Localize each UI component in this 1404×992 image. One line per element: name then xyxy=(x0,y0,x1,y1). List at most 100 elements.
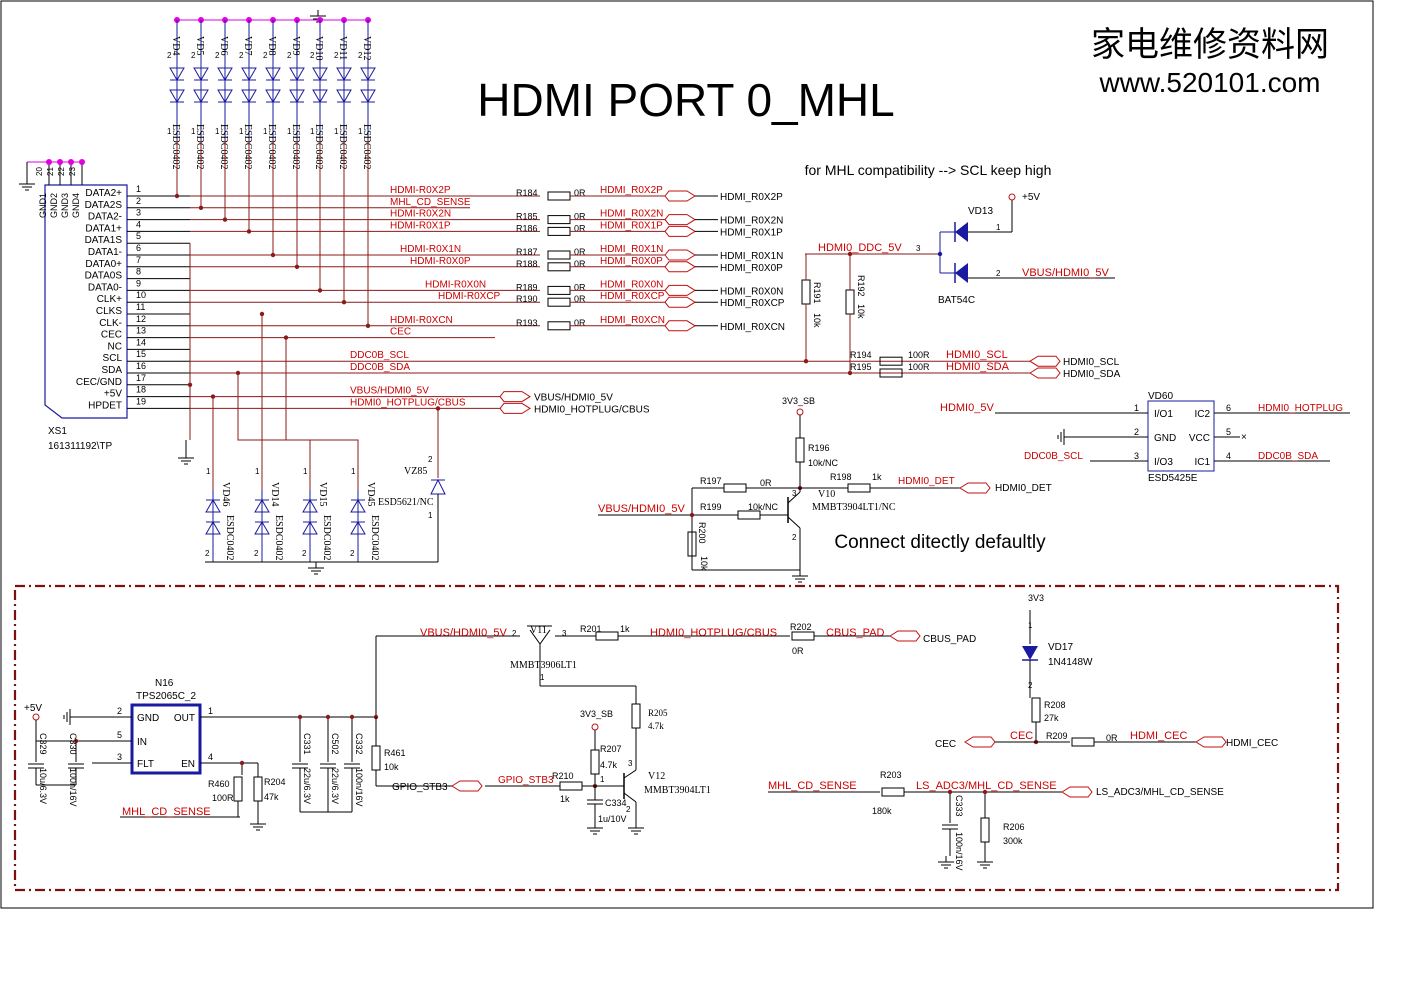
sheet-border xyxy=(0,0,1374,909)
series-resistor xyxy=(547,262,571,272)
resistor-value: 1k xyxy=(560,794,570,804)
connector-pin-label: SDA xyxy=(101,365,122,376)
resistor-ref: R197 xyxy=(700,476,722,486)
net-port-label: HDMI_R0X0P xyxy=(720,263,783,274)
diode-pin: 2 xyxy=(287,51,292,60)
net-label: HDMI-R0X1P xyxy=(390,220,451,231)
net-label: HDMI-R0X1N xyxy=(400,244,461,255)
vd60-ref: VD60 xyxy=(1148,391,1173,402)
connector-pin-label: DATA2- xyxy=(88,212,122,223)
resistor-ref: R202 xyxy=(790,622,812,632)
junction-dot xyxy=(847,370,853,376)
rail-symbol xyxy=(591,723,599,731)
diode-pin: 1 xyxy=(351,467,356,476)
net-port xyxy=(664,284,696,296)
net-label: GPIO_STB3 xyxy=(498,775,554,786)
diode-pin: 2 xyxy=(358,51,363,60)
net-label: HDMI_R0X2P xyxy=(600,185,663,196)
net-label: MHL_CD_SENSE xyxy=(390,197,471,208)
resistor-ref: R191 xyxy=(812,282,822,304)
r199-resistor xyxy=(737,510,761,520)
net-label: MHL_CD_SENSE xyxy=(122,806,211,818)
vd60-part: ESD5425E xyxy=(1148,473,1198,484)
net-port xyxy=(1195,736,1227,748)
connector-pin-label: DATA1+ xyxy=(85,223,122,234)
label: 2 xyxy=(512,629,517,638)
junction-dot xyxy=(435,406,441,411)
net-port xyxy=(964,736,996,748)
connector-pin-label: CEC/GND xyxy=(76,377,122,388)
resistor-ref: R192 xyxy=(856,275,866,297)
capacitor-ref: C333 xyxy=(954,795,964,817)
label: 5 xyxy=(1226,427,1231,437)
resistor-value: 0R xyxy=(574,212,586,222)
label: 3 xyxy=(916,244,921,253)
junction-dot xyxy=(982,789,988,795)
resistor-value: 10k/NC xyxy=(748,502,779,512)
resistor-ref: R200 xyxy=(697,522,707,544)
resistor-value: 0R xyxy=(574,188,586,198)
resistor-value: 0R xyxy=(792,646,804,656)
junction-dot xyxy=(210,394,216,399)
c334-capacitor xyxy=(587,799,603,805)
capacitor-value: 10u/6.3V xyxy=(38,768,48,804)
connector-pin-number: 6 xyxy=(136,243,141,253)
junction-dot xyxy=(937,251,943,257)
connector-pin-label: DATA0S xyxy=(85,271,123,282)
connector-pin-label: CLK- xyxy=(99,318,122,329)
label: 2 xyxy=(117,706,122,716)
v12-e xyxy=(623,792,637,803)
tvs-diode-ref: VD45 xyxy=(365,482,376,506)
resistor-ref: R205 xyxy=(648,708,668,718)
n16-part: TPS2065C_2 xyxy=(136,691,196,702)
connector-pin-label: DATA0- xyxy=(88,282,122,293)
connector-pin-number: 13 xyxy=(136,326,146,336)
junction-dot xyxy=(847,251,853,257)
junction-dot xyxy=(235,370,241,376)
connector-gnd-number: 20 xyxy=(35,167,44,176)
r460-resistor xyxy=(233,776,243,802)
vd60-pin-label: VCC xyxy=(1189,433,1210,444)
vd13-ref: VD13 xyxy=(968,206,993,217)
tvs-diode-ref: VD6 xyxy=(218,36,229,55)
resistor-value: 0R xyxy=(574,247,586,257)
net-label: HDMI_R0X1N xyxy=(600,244,663,255)
connector-gnd-number: 21 xyxy=(46,167,55,176)
resistor-value: 100R xyxy=(908,362,930,372)
v12-ref: V12 xyxy=(648,771,665,782)
diode-pin: 1 xyxy=(310,127,315,136)
resistor-ref: R186 xyxy=(516,223,538,233)
net-label: DDC0B_SCL xyxy=(1024,451,1083,462)
vd60-pin-label: I/O1 xyxy=(1154,409,1173,420)
net-port-label: HDMI_R0X1P xyxy=(720,227,783,238)
net-label: HDMI-R0X0P xyxy=(410,256,471,267)
r461-resistor xyxy=(371,745,381,771)
connector-pin-label: DATA1S xyxy=(85,235,123,246)
connector-pin-number: 8 xyxy=(136,267,141,277)
junction-dot xyxy=(259,311,265,317)
v12-ground xyxy=(628,822,644,835)
tvs-diode-part: ESDC0402 xyxy=(369,515,380,561)
r200-resistor xyxy=(687,531,697,557)
r197-resistor xyxy=(723,483,747,493)
tvs-diode-part: ESDC0402 xyxy=(321,515,332,561)
c333-ground xyxy=(938,856,954,869)
net-port xyxy=(889,630,921,642)
capacitor-value: 100n/16V xyxy=(954,832,964,871)
diode-pin: 2 xyxy=(350,549,355,558)
tvs-diode-part: ESDC0402 xyxy=(337,124,348,170)
tvs-diode-part: ESDC0402 xyxy=(242,124,253,170)
r198-resistor xyxy=(847,483,871,493)
label: 4 xyxy=(208,752,213,762)
net-label: HDMI-R0X2P xyxy=(390,185,451,196)
plus5v-symbol xyxy=(1008,193,1016,201)
ground-symbol xyxy=(63,709,76,725)
net-port xyxy=(1029,367,1061,379)
diode-pin: 1 xyxy=(215,127,220,136)
diode-pin: 1 xyxy=(287,127,292,136)
net-port xyxy=(664,249,696,261)
label: 2 xyxy=(428,455,433,464)
net-label: HDMI0_DET xyxy=(898,476,955,487)
connector-pin-number: 19 xyxy=(136,396,146,406)
